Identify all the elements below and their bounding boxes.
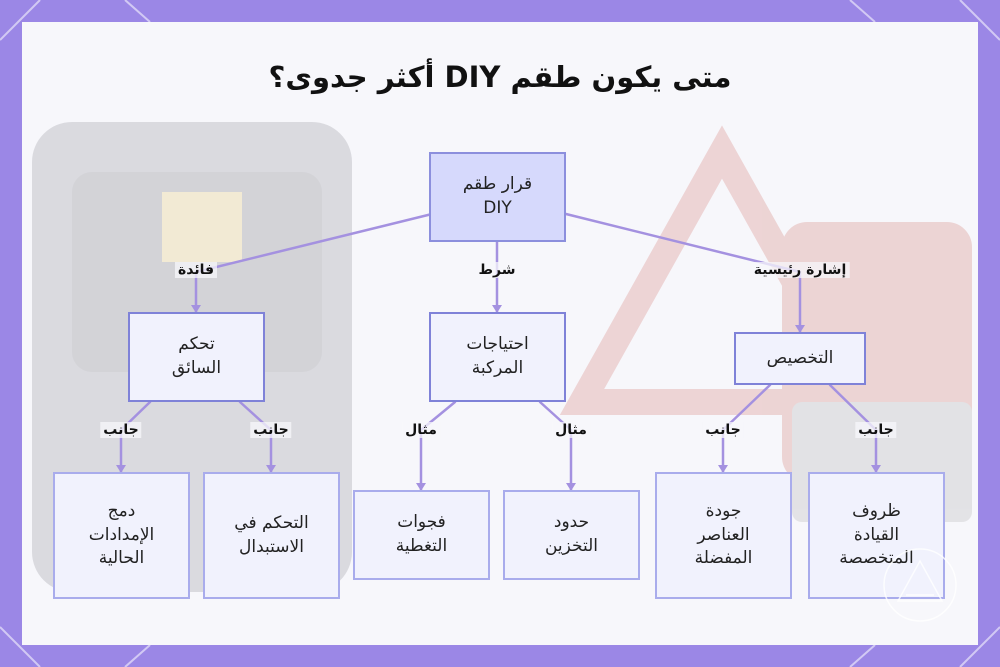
edge-label-key-signal: إشارة رئيسية [750, 262, 850, 278]
node-vehicle-needs: احتياجات المركبة [429, 312, 566, 402]
node-driver-control: تحكم السائق [128, 312, 265, 402]
node-label: قرار طقم DIY [462, 174, 533, 218]
node-preferred-item-quality: جودة العناصر المفضلة [655, 472, 792, 599]
edge-vehicle-gaps [419, 400, 457, 492]
node-label: التخصيص [766, 347, 834, 368]
edge-label-aspect: جانب [250, 422, 292, 438]
diagram-title: متى يكون طقم DIY أكثر جدوى؟ [268, 60, 732, 94]
edge-label-benefit: فائدة [174, 262, 218, 278]
edge-label-example: مثال [552, 422, 590, 438]
edge-label-aspect: جانب [100, 422, 142, 438]
node-label: احتياجات المركبة [466, 334, 529, 378]
node-label: جودة العناصر المفضلة [694, 500, 753, 569]
node-replacement-control: التحكم في الاستبدال [203, 472, 340, 599]
watermark-logo-icon [883, 548, 957, 622]
node-customization: التخصيص [734, 332, 866, 385]
node-label: تحكم السائق [171, 334, 222, 378]
edge-label-aspect: جانب [855, 422, 897, 438]
edge-vehicle-storage [538, 400, 573, 492]
node-label: دمج الإمدادات الحالية [88, 500, 155, 569]
node-diy-kit-decision: قرار طقم DIY [429, 152, 566, 242]
node-label: حدود التخزين [544, 512, 599, 556]
node-label: فجوات التغطية [395, 512, 448, 556]
node-coverage-gaps: فجوات التغطية [353, 490, 490, 580]
edge-label-aspect: جانب [702, 422, 744, 438]
node-integrate-existing-supplies: دمج الإمدادات الحالية [53, 472, 190, 599]
node-label: التحكم في الاستبدال [234, 512, 309, 557]
edge-root-driver [194, 212, 434, 314]
edge-label-example: مثال [402, 422, 440, 438]
node-specialized-driving-conditions: ظروف القيادة المتخصصة [808, 472, 945, 599]
edge-label-condition: شرط [475, 262, 519, 278]
node-storage-limits: حدود التخزين [503, 490, 640, 580]
node-label: ظروف القيادة المتخصصة [839, 500, 914, 569]
